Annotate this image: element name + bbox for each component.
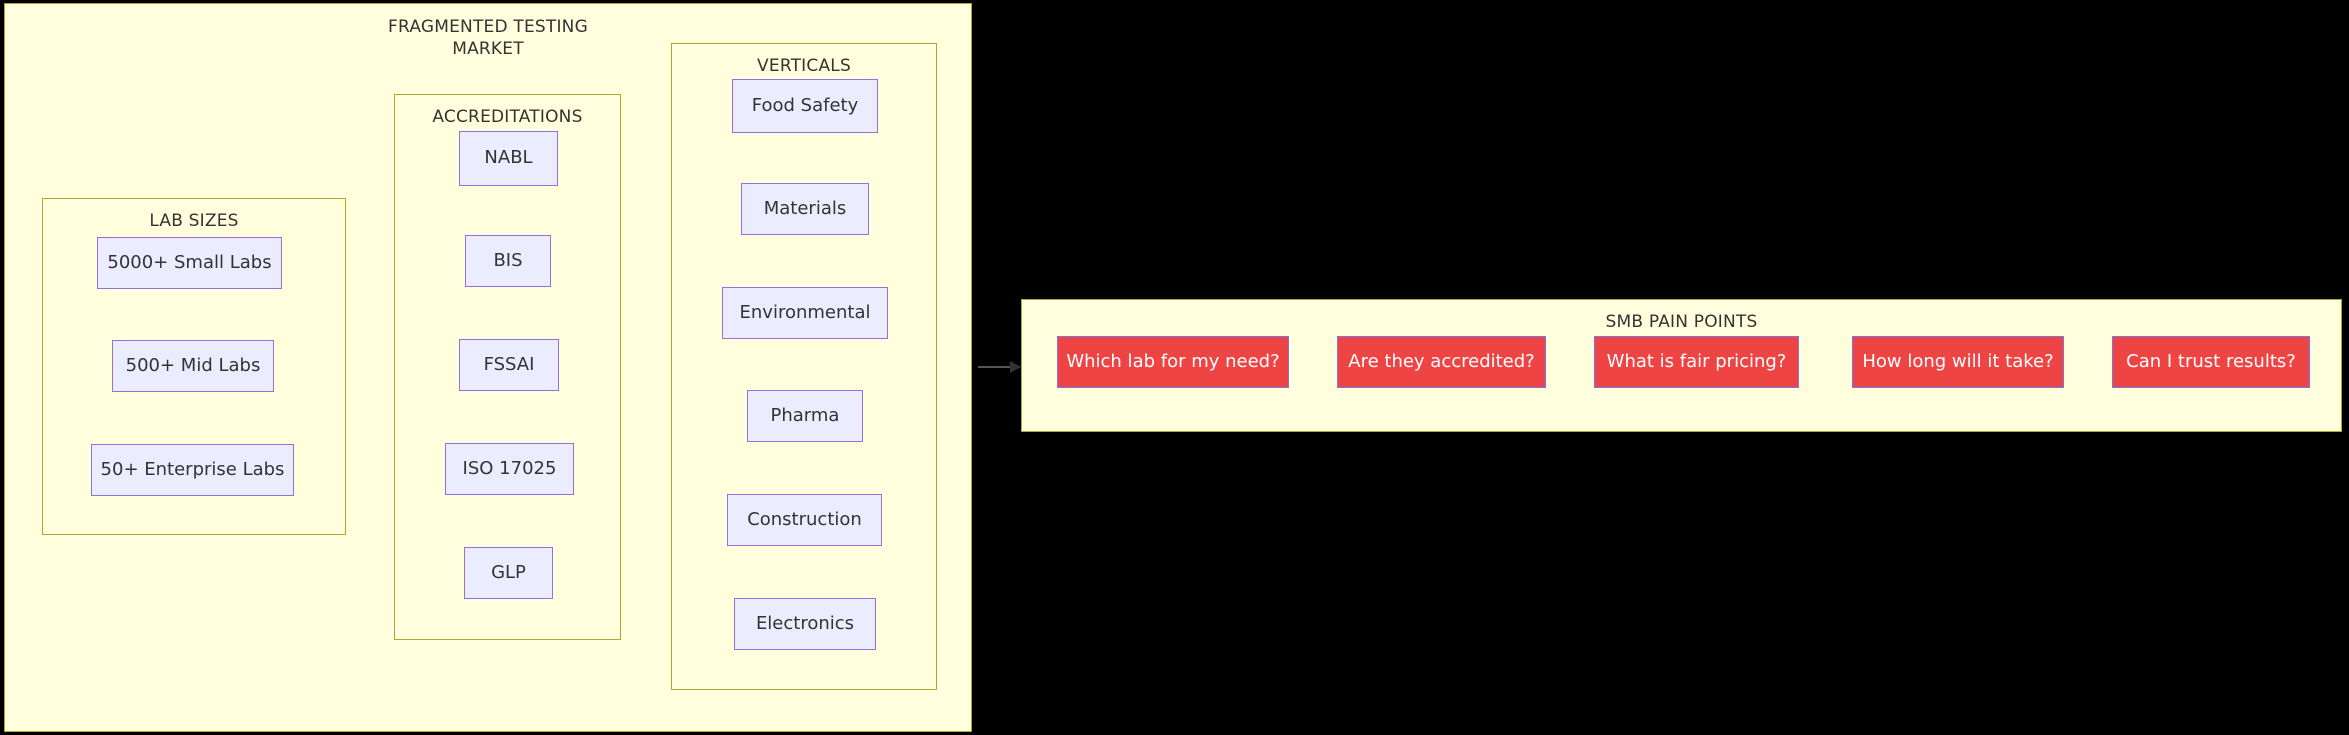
node-materials[interactable]: Materials: [741, 183, 869, 235]
node-label: What is fair pricing?: [1606, 350, 1787, 372]
node-nabl[interactable]: NABL: [459, 131, 558, 186]
node-label: FSSAI: [483, 353, 535, 375]
node-label: Environmental: [739, 301, 871, 323]
node-pain-accredited[interactable]: Are they accredited?: [1337, 336, 1546, 388]
node-label: Food Safety: [751, 94, 859, 116]
cluster-title-accreditations: ACCREDITATIONS: [432, 107, 583, 127]
node-pain-how-long[interactable]: How long will it take?: [1852, 336, 2064, 388]
node-label: ISO 17025: [462, 457, 557, 479]
node-small-labs[interactable]: 5000+ Small Labs: [97, 237, 282, 289]
cluster-title-verticals: VERTICALS: [757, 56, 851, 76]
node-mid-labs[interactable]: 500+ Mid Labs: [112, 340, 274, 392]
node-label: Which lab for my need?: [1066, 350, 1280, 372]
node-pain-which-lab[interactable]: Which lab for my need?: [1057, 336, 1289, 388]
cluster-title-lab-sizes: LAB SIZES: [149, 211, 239, 231]
node-label: Electronics: [755, 612, 855, 634]
node-glp[interactable]: GLP: [464, 547, 553, 599]
node-label: Can I trust results?: [2126, 350, 2296, 372]
node-pain-trust-results[interactable]: Can I trust results?: [2112, 336, 2310, 388]
node-label: NABL: [484, 147, 533, 169]
node-label: Materials: [763, 197, 847, 219]
cluster-verticals[interactable]: VERTICALS: [671, 43, 937, 690]
node-enterprise-labs[interactable]: 50+ Enterprise Labs: [91, 444, 294, 496]
cluster-title-smb-pain-points: SMB PAIN POINTS: [1605, 312, 1758, 332]
cluster-title-fragmented-testing-market: FRAGMENTED TESTING MARKET: [388, 17, 588, 59]
node-construction[interactable]: Construction: [727, 494, 882, 546]
node-pharma[interactable]: Pharma: [747, 390, 863, 442]
node-label: BIS: [493, 249, 523, 271]
node-fssai[interactable]: FSSAI: [459, 339, 559, 391]
node-label: Are they accredited?: [1348, 350, 1535, 372]
node-label: 5000+ Small Labs: [107, 251, 272, 273]
node-environmental[interactable]: Environmental: [722, 287, 888, 339]
node-label: 50+ Enterprise Labs: [100, 458, 285, 480]
node-pain-fair-pricing[interactable]: What is fair pricing?: [1594, 336, 1799, 388]
node-label: 500+ Mid Labs: [125, 354, 261, 376]
node-food-safety[interactable]: Food Safety: [732, 79, 878, 133]
node-bis[interactable]: BIS: [465, 235, 551, 287]
node-label: Pharma: [770, 404, 840, 426]
node-label: Construction: [747, 508, 862, 530]
edge-market-to-pain-points: [978, 361, 1021, 373]
node-label: How long will it take?: [1862, 350, 2054, 372]
node-iso-17025[interactable]: ISO 17025: [445, 443, 574, 495]
node-electronics[interactable]: Electronics: [734, 598, 876, 650]
node-label: GLP: [491, 561, 526, 583]
